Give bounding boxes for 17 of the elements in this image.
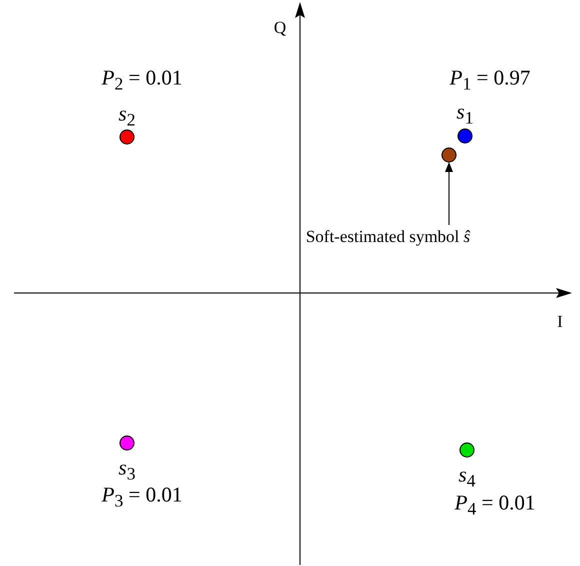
constellation-point <box>460 442 474 458</box>
axis-label: Q <box>274 18 286 38</box>
probability-label: P$_{1}$ = 0.97 <box>450 65 530 95</box>
constellation-point <box>120 436 134 450</box>
axis-label: I <box>557 312 563 332</box>
leader-arrow <box>445 162 453 226</box>
annotation-text: Soft-estimated symbol ŝ <box>306 227 470 247</box>
constellation-point <box>442 148 456 162</box>
probability-label: s$_{1}$ <box>456 99 474 129</box>
probability-label: s$_{3}$ <box>118 455 136 485</box>
probability-label: P$_{3}$ = 0.01 <box>102 482 182 512</box>
probability-label: P$_{2}$ = 0.01 <box>102 65 182 95</box>
probability-label: P$_{4}$ = 0.01 <box>454 490 536 520</box>
probability-label: s$_{2}$ <box>118 101 136 131</box>
constellation-point <box>458 128 472 144</box>
probability-label: s$_{4}$ <box>458 462 476 492</box>
constellation-point <box>120 130 134 144</box>
